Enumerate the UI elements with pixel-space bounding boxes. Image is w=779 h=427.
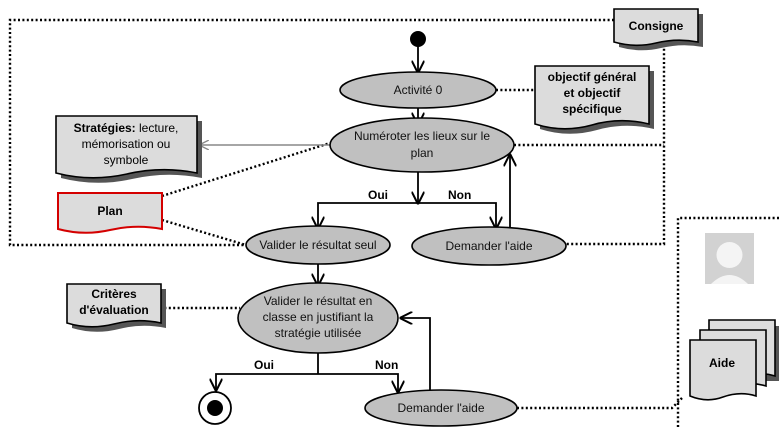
doc-aide-label: Aide xyxy=(709,356,735,370)
link-consigne-demander-aide xyxy=(566,40,666,246)
flow-arrows xyxy=(200,46,510,392)
doc-objectif-line2: et objectif xyxy=(564,86,622,100)
node-valider-classe-line2: classe en justifiant la xyxy=(263,310,374,324)
doc-consigne: Consigne xyxy=(613,8,703,51)
arrow-aide-retour-2 xyxy=(401,318,431,392)
arrow-oui-1 xyxy=(318,202,418,228)
doc-consigne-label: Consigne xyxy=(629,19,684,33)
node-numeroter: Numéroter les lieux sur le plan xyxy=(329,117,515,173)
link-aide-demander xyxy=(517,397,683,410)
branch-oui-2: Oui xyxy=(254,358,274,372)
doc-strategies-title: Stratégies: xyxy=(74,121,136,135)
link-consigne-valider-seul xyxy=(8,18,614,247)
doc-objectif-line3: spécifique xyxy=(562,102,622,116)
link-plan-valider xyxy=(161,218,247,247)
doc-strategies-line3: symbole xyxy=(104,153,149,167)
arrow-oui-2 xyxy=(216,373,318,390)
start-node xyxy=(410,31,426,47)
doc-criteres-line1: Critères xyxy=(91,287,137,301)
doc-aide: Aide xyxy=(689,319,779,401)
node-valider-seul-label: Valider le résultat seul xyxy=(259,238,376,252)
node-valider-classe-line3: stratégie utilisée xyxy=(275,326,362,340)
node-demander-aide-1: Demander l'aide xyxy=(411,226,567,266)
node-valider-classe: Valider le résultat en classe en justifi… xyxy=(237,282,399,354)
doc-plan: Plan xyxy=(57,192,163,234)
doc-strategies-line1: Stratégies: lecture, xyxy=(74,121,179,135)
doc-criteres-line2: d'évaluation xyxy=(79,303,149,317)
end-node xyxy=(198,391,232,425)
doc-strategies: Stratégies: lecture, mémorisation ou sym… xyxy=(55,115,202,183)
doc-objectif: objectif général et objectif spécifique xyxy=(534,65,654,134)
node-numeroter-line2: plan xyxy=(411,146,434,160)
branch-non-1: Non xyxy=(448,188,471,202)
node-demander-aide-2-label: Demander l'aide xyxy=(397,401,484,415)
branch-non-2: Non xyxy=(375,358,398,372)
node-demander-aide-2: Demander l'aide xyxy=(364,389,518,427)
node-activite-0-label: Activité 0 xyxy=(394,83,443,97)
node-valider-seul: Valider le résultat seul xyxy=(245,225,391,265)
doc-criteres: Critères d'évaluation xyxy=(66,283,166,332)
node-demander-aide-1-label: Demander l'aide xyxy=(445,239,532,253)
doc-strategies-line2: mémorisation ou xyxy=(82,137,171,151)
node-activite-0: Activité 0 xyxy=(339,71,497,109)
avatar-icon xyxy=(705,233,754,284)
link-plan-numeroter xyxy=(161,141,331,198)
doc-objectif-line1: objectif général xyxy=(548,70,637,84)
arrow-non-1 xyxy=(418,202,496,228)
doc-plan-label: Plan xyxy=(97,204,122,218)
doc-strategies-rest: lecture, xyxy=(136,121,179,135)
branch-oui-1: Oui xyxy=(368,188,388,202)
arrow-non-2 xyxy=(318,373,398,392)
node-numeroter-line1: Numéroter les lieux sur le xyxy=(354,129,490,143)
node-valider-classe-line1: Valider le résultat en xyxy=(264,294,373,308)
dotted-links xyxy=(8,18,779,427)
